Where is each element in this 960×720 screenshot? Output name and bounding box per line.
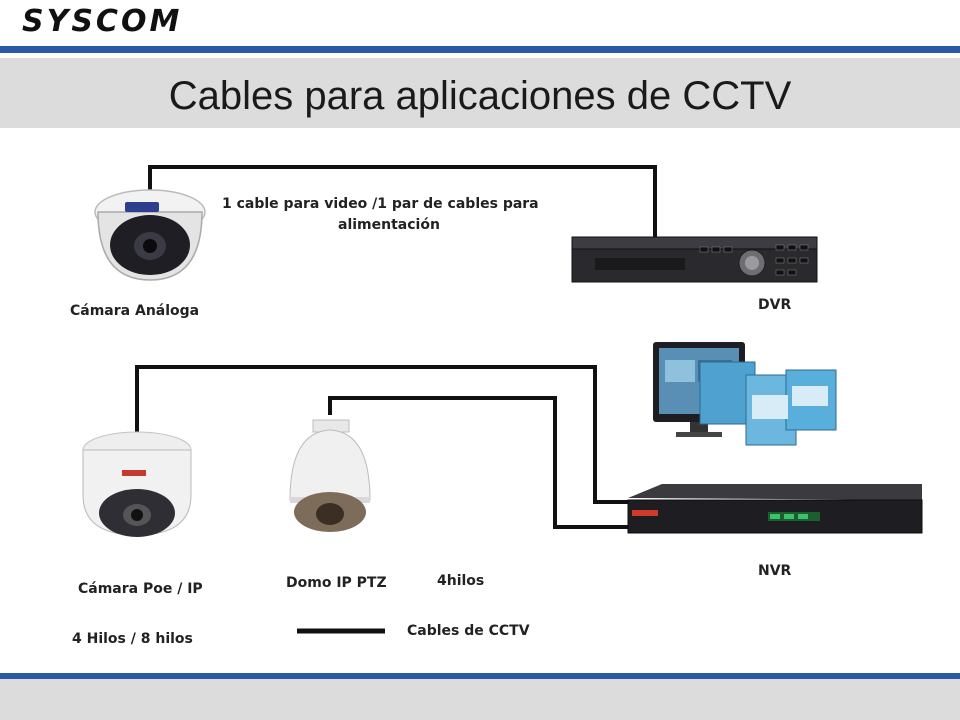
analog-camera-icon — [94, 189, 206, 281]
poe-camera-icon — [82, 431, 192, 537]
header-accent-bar — [0, 46, 960, 53]
cable-poe-nvr — [135, 365, 632, 504]
cctv-diagram — [82, 165, 923, 634]
legend-cable-label: Cables de CCTV — [407, 623, 530, 639]
dvr-icon — [571, 236, 818, 283]
syscom-logo: SYSCOM — [22, 4, 183, 39]
nvr-icon — [627, 484, 923, 534]
cable-analog-dvr — [148, 165, 657, 240]
cable-ptz-nvr — [328, 396, 632, 529]
label-4hilos: 4hilos — [437, 573, 485, 589]
label-dvr: DVR — [758, 297, 792, 313]
label-cable-top-1: 1 cable para video /1 par de cables para — [222, 196, 539, 212]
label-dome-ptz: Domo IP PTZ — [286, 575, 387, 591]
label-camera-poe: Cámara Poe / IP — [78, 581, 203, 597]
footer-accent-bar — [0, 673, 960, 679]
label-camera-analog: Cámara Análoga — [70, 303, 200, 319]
title-band — [0, 58, 960, 128]
label-cable-top-2: alimentación — [338, 217, 440, 233]
slide-title: Cables para aplicaciones de CCTV — [168, 74, 792, 118]
label-nvr: NVR — [758, 563, 792, 579]
monitor-icon — [653, 342, 837, 446]
label-4-8-hilos: 4 Hilos / 8 hilos — [72, 631, 193, 647]
ptz-dome-icon — [289, 419, 371, 532]
footer-band — [0, 679, 960, 720]
